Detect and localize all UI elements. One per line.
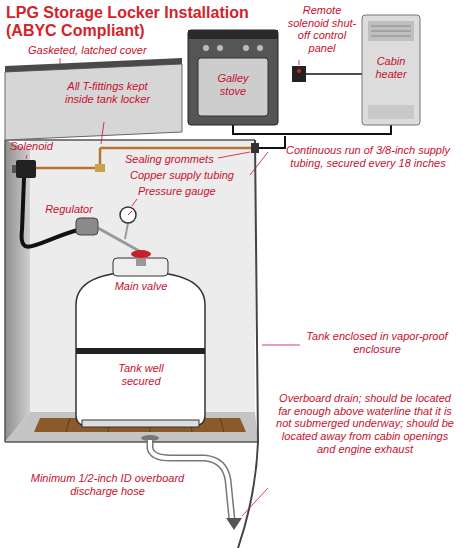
note-label: Continuous run of 3/8-inch supply tubing… xyxy=(282,144,454,169)
galley-stove: Galley stove xyxy=(188,30,278,125)
gas-plumbing-part xyxy=(251,143,259,153)
galley-stove-shape-part xyxy=(217,45,223,51)
cabin-heater-shape-part xyxy=(371,26,411,27)
note-label: Minimum 1/2-inch ID overboard discharge … xyxy=(20,472,195,497)
gas-plumbing-part xyxy=(16,160,36,178)
control-panel-part xyxy=(297,69,301,73)
node-label: Galley stove xyxy=(206,72,260,97)
gas-plumbing-part xyxy=(259,136,285,148)
galley-stove-shape-part xyxy=(243,45,249,51)
leader-lines-part xyxy=(84,218,85,219)
cabin-heater-shape-part xyxy=(368,21,414,41)
note-label: Overboard drain; should be located far e… xyxy=(272,392,458,455)
gas-plumbing-part xyxy=(36,167,100,170)
lpg-tank-shape-part xyxy=(82,420,199,427)
part-label: Gasketed, latched cover xyxy=(28,44,178,57)
locker-box-part xyxy=(30,140,255,412)
gas-plumbing-part xyxy=(98,228,141,252)
locker-box-part xyxy=(5,441,258,443)
drain-hose-part xyxy=(226,518,242,530)
node-label: Main valve xyxy=(108,280,174,293)
note-label: All T-fittings kept inside tank locker xyxy=(60,80,155,105)
cabin-heater: Cabin heater xyxy=(362,15,420,125)
galley-stove-shape-part xyxy=(198,58,268,116)
cabin-heater-shape-part xyxy=(368,105,414,119)
control-panel-part xyxy=(292,66,306,82)
supply-tubing xyxy=(233,125,391,134)
galley-stove-shape-part xyxy=(188,30,278,125)
cabin-heater-shape-part xyxy=(362,15,420,125)
note-label: Tank enclosed in vapor-proof enclosure xyxy=(302,330,452,355)
leader-lines-part xyxy=(262,345,300,346)
leader-lines-part xyxy=(101,122,104,144)
gas-plumbing-part xyxy=(95,164,105,172)
part-label: Remote solenoid shut-off control panel xyxy=(284,4,360,55)
part-label: Regulator xyxy=(30,203,108,216)
lpg-tank-shape-part xyxy=(76,272,205,426)
leader-lines-part xyxy=(132,199,137,206)
part-label: Solenoid xyxy=(10,140,70,153)
gas-plumbing-part xyxy=(100,147,255,150)
galley-stove-shape-part xyxy=(188,30,278,39)
lpg-tank: Main valveTank well secured xyxy=(68,250,213,428)
locker-box-part xyxy=(238,140,258,548)
leader-lines-part xyxy=(218,152,250,158)
gas-plumbing-part xyxy=(12,165,16,173)
cabin-heater-shape-part xyxy=(371,31,411,32)
locker-box-part xyxy=(5,140,30,442)
part-label: Sealing grommets xyxy=(125,153,225,166)
wood-base-part xyxy=(34,418,246,432)
gas-plumbing xyxy=(12,136,285,252)
gas-plumbing-part xyxy=(125,223,128,239)
node-label: Tank well secured xyxy=(101,362,181,387)
control-panel-part xyxy=(306,73,362,75)
leader-lines xyxy=(26,58,300,516)
locker-lid-part xyxy=(5,58,182,72)
leader-lines-part xyxy=(242,488,268,516)
leader-lines-part xyxy=(60,58,61,66)
wood-base-part xyxy=(66,418,70,432)
wood-base xyxy=(34,418,246,432)
wood-base-part xyxy=(220,418,224,432)
galley-stove-shape-part xyxy=(203,45,209,51)
locker-lid xyxy=(5,58,182,140)
gas-plumbing-part xyxy=(120,207,136,223)
drain-hose xyxy=(150,440,242,530)
gas-plumbing-part xyxy=(128,211,132,215)
lpg-tank-shape xyxy=(68,250,213,428)
control-panel xyxy=(292,66,362,82)
lpg-tank-shape-part xyxy=(131,250,151,258)
gas-plumbing-part xyxy=(76,218,98,235)
lpg-tank-shape-part xyxy=(76,348,205,354)
locker-box xyxy=(5,140,258,548)
locker-lid-part xyxy=(5,64,182,140)
leader-lines-part xyxy=(299,60,300,65)
leader-lines-part xyxy=(26,155,27,159)
cabin-heater-shape-part xyxy=(371,36,411,37)
locker-box-part xyxy=(4,140,6,442)
leader-lines-part xyxy=(250,152,268,175)
node-label: Cabin heater xyxy=(366,55,416,80)
part-label: Pressure gauge xyxy=(138,185,238,198)
part-label: Copper supply tubing xyxy=(130,169,248,182)
galley-stove-shape-part xyxy=(257,45,263,51)
